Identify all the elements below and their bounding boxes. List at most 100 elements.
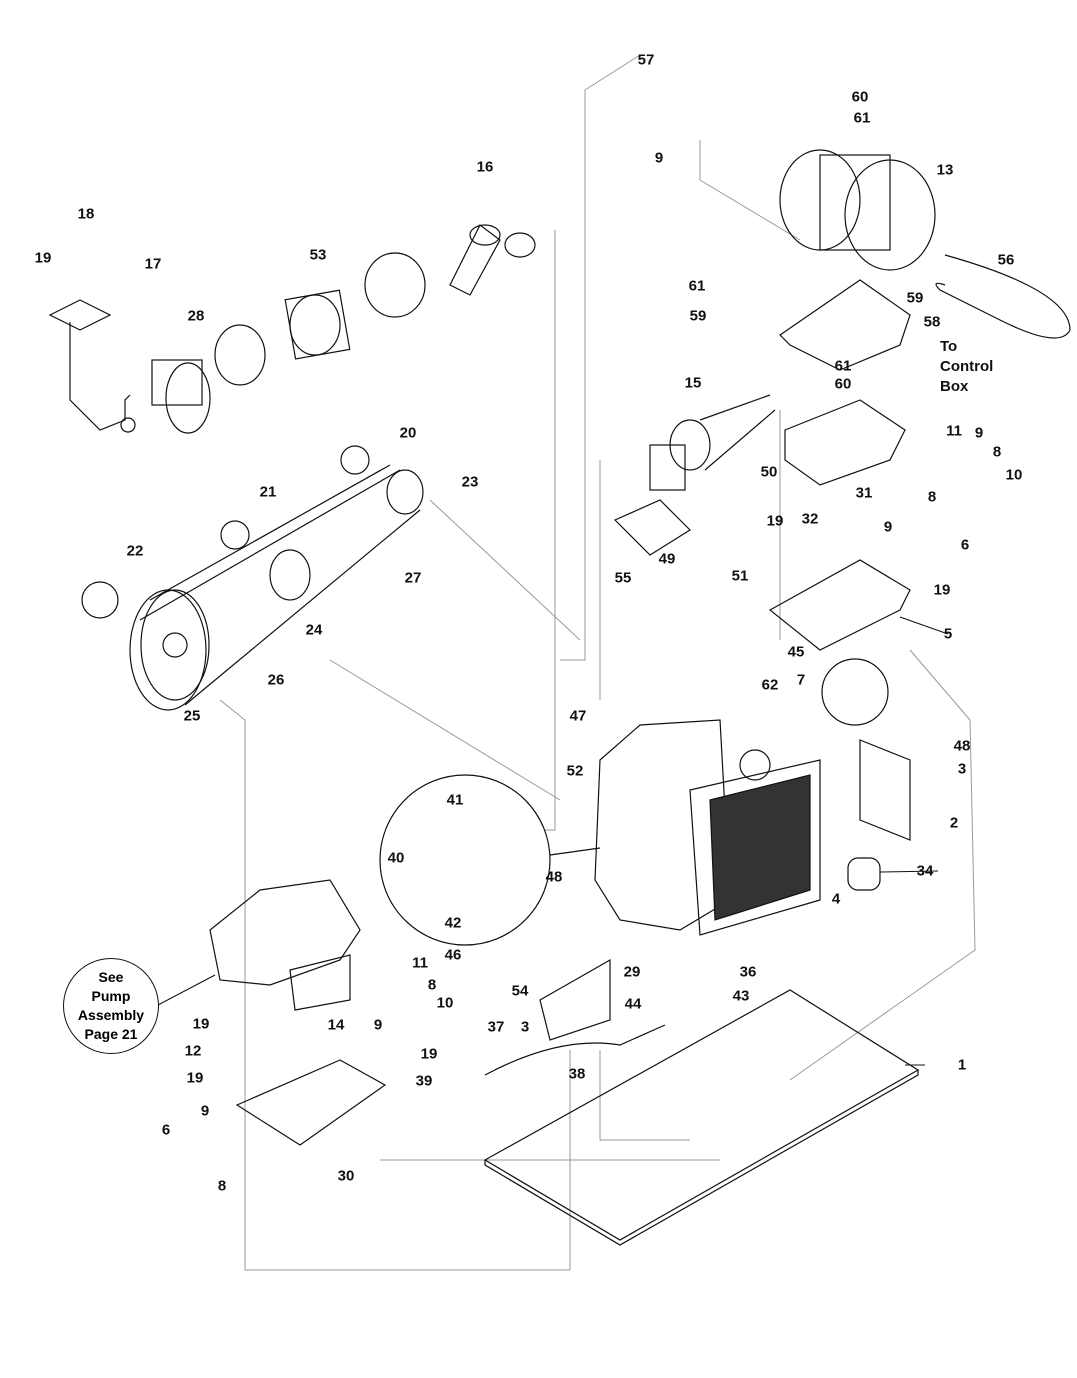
part-number-label: 19 [192,1015,210,1033]
note-line: Control [940,358,994,375]
part-number-label: 23 [461,473,479,491]
part-number-label: 30 [337,1167,355,1185]
part-number-label: 55 [614,569,632,587]
part-number-label: 56 [997,251,1015,269]
part-number-label: 43 [732,987,750,1005]
part-number-label: 5 [943,625,953,643]
part-number-label: 59 [906,289,924,307]
part-number-label: 32 [801,510,819,528]
part-number-label: 2 [949,814,959,832]
part-number-label: 38 [568,1065,586,1083]
part-number-label: 62 [761,676,779,694]
pump-note-line: See [98,969,124,985]
bracket-2 [859,739,911,841]
part-number-label: 47 [569,707,587,725]
part-number-label: 13 [936,161,954,179]
part-number-label: 9 [654,149,664,167]
part-number-label: 52 [566,762,584,780]
part-number-label: 60 [834,375,852,393]
part-number-label: 51 [731,567,749,585]
part-number-label: 59 [689,307,707,325]
part-number-label: 11 [946,422,962,440]
part-number-label: 29 [623,963,641,981]
part-number-label: 7 [796,671,806,689]
part-number-label: 18 [77,205,95,223]
part-number-label: 20 [399,424,417,442]
part-number-label: 9 [883,518,893,536]
engine [594,719,771,931]
part-number-label: 14 [327,1016,345,1034]
part-number-label: 19 [186,1069,204,1087]
part-number-label: 19 [420,1045,438,1063]
part-number-label: 46 [444,946,462,964]
part-number-label: 28 [187,307,205,325]
part-number-label: 34 [916,862,934,880]
to-control-box-note: To Control Box [940,337,993,397]
part-number-label: 26 [267,671,285,689]
part-number-label: 6 [960,536,970,554]
part-number-label: 58 [923,313,941,331]
part-number-label: 57 [637,51,655,69]
pump-note-line: Pump [91,988,131,1004]
motor-13 [779,149,936,371]
part-number-label: 31 [855,484,873,502]
belt-drive [81,445,424,711]
leader-lines [157,616,949,1066]
part-number-label: 50 [760,463,778,481]
part-number-label: 21 [259,483,277,501]
mount-5 [768,559,911,651]
note-line: To [940,338,958,355]
part-number-label: 8 [427,976,437,994]
pump-note-line: Page 21 [84,1026,138,1042]
part-number-label: 10 [436,994,454,1012]
part-number-label: 39 [415,1072,433,1090]
bracket-29 [539,958,611,1041]
part-number-label: 48 [545,868,563,886]
radiator-4 [689,759,821,936]
part-number-label: 22 [126,542,144,560]
air-cleaner [151,224,536,434]
part-number-label: 36 [739,963,757,981]
part-number-label: 16 [476,158,494,176]
part-number-label: 4 [831,890,841,908]
part-number-label: 8 [927,488,937,506]
part-number-label: 19 [933,581,951,599]
part-number-label: 3 [957,760,967,778]
detail-circle [379,774,551,946]
mount-30 [235,1059,387,1146]
part-number-label: 45 [787,643,805,661]
part-number-label: 10 [1005,466,1023,484]
part-number-label: 44 [624,995,642,1013]
pump-assembly [209,879,361,986]
part-number-label: 15 [684,374,702,392]
pump-bracket-14 [289,954,351,1011]
part-number-label: 12 [184,1042,202,1060]
part-number-label: 11 [412,954,428,972]
part-number-label: 53 [309,246,327,264]
part-number-label: 37 [487,1018,505,1036]
part-number-label: 61 [688,277,706,295]
part-number-label: 9 [373,1016,383,1034]
part-number-label: 8 [217,1177,227,1195]
hose-38 [484,1024,666,1076]
part-number-label: 6 [161,1121,171,1139]
part-number-label: 42 [444,914,462,932]
alignment-guides [219,54,976,1271]
see-pump-assembly-callout[interactable]: See Pump Assembly Page 21 [63,958,159,1054]
muffler-15 [613,394,776,556]
base-plate-edge [484,1070,919,1246]
part-number-label: 17 [144,255,162,273]
part-number-label: 48 [953,737,971,755]
part-number-label: 9 [200,1102,210,1120]
part-number-label: 19 [766,512,784,530]
part-number-label: 60 [851,88,869,106]
part-number-label: 54 [511,982,529,1000]
base-plate-1 [483,989,920,1241]
part-number-label: 25 [183,707,201,725]
part-number-label: 27 [404,569,422,587]
pump-note-line: Assembly [77,1007,145,1023]
note-line: Box [940,378,969,395]
oil-filter-34 [847,857,881,891]
